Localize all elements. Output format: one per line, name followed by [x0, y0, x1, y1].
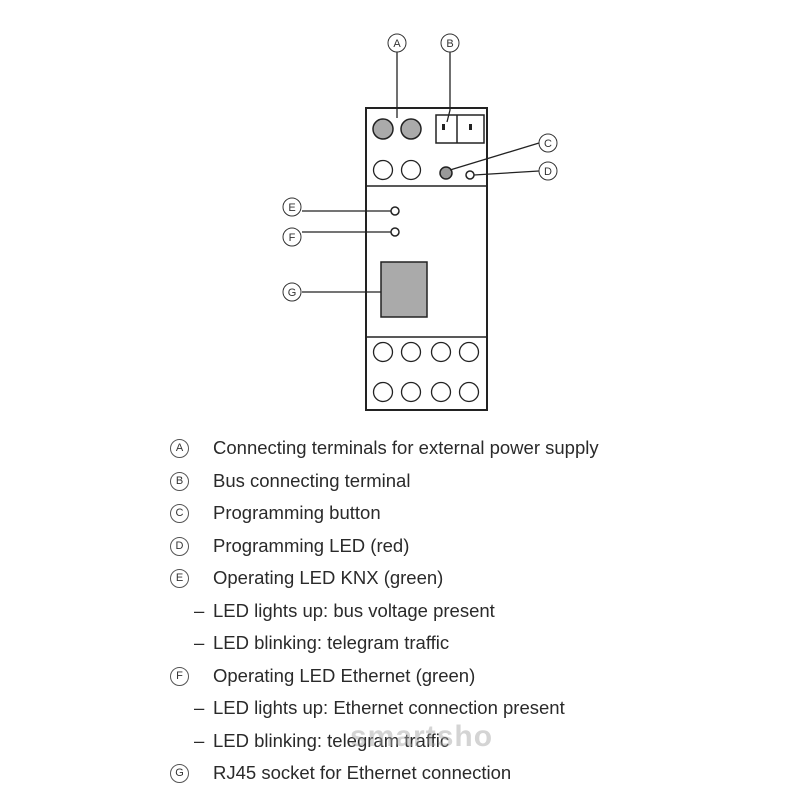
marker-a-circle — [387, 33, 407, 53]
marker-d: D — [544, 166, 552, 178]
terminal-open-1 — [372, 159, 394, 181]
leader-d — [473, 170, 540, 176]
legend-item-d: D Programming LED (red) — [170, 532, 690, 565]
legend-text-e1: LED lights up: bus voltage present — [213, 599, 495, 621]
legend-text-a: Connecting terminals for external power … — [213, 437, 599, 458]
terminal-open-2 — [400, 159, 422, 181]
bottom-terminals — [372, 341, 480, 403]
legend-subitem-e1: –LED lights up: bus voltage present — [170, 597, 690, 630]
power-terminal-2 — [400, 118, 422, 140]
legend-item-e: E Operating LED KNX (green) — [170, 564, 690, 597]
legend-text-b: Bus connecting terminal — [213, 469, 411, 491]
marker-a: A — [393, 38, 401, 50]
marker-e: E — [288, 202, 295, 214]
legend-item-f: F Operating LED Ethernet (green) — [170, 662, 690, 695]
legend-marker-e: E — [170, 569, 189, 588]
marker-f: F — [289, 232, 296, 244]
legend-marker-a: A — [170, 439, 189, 458]
marker-b-circle — [440, 33, 460, 53]
marker-f-circle — [282, 227, 302, 247]
legend-marker-f: F — [170, 666, 189, 686]
device-housing — [365, 107, 488, 411]
legend-subitem-f2: –LED blinking: telegram traffic — [170, 727, 690, 760]
legend-marker-c: C — [170, 504, 189, 523]
legend-marker-b: B — [170, 471, 189, 491]
legend-item-g: G RJ45 socket for Ethernet connection — [170, 759, 690, 792]
power-terminal-1 — [372, 118, 394, 140]
legend-text-g: RJ45 socket for Ethernet connection — [213, 762, 512, 783]
marker-c: C — [544, 138, 552, 150]
leader-b — [446, 52, 451, 123]
leader-c — [449, 142, 540, 171]
legend-dash: – — [194, 632, 205, 653]
rj45-socket — [380, 261, 428, 318]
legend-text-c: Programming button — [213, 502, 381, 523]
marker-e-circle — [282, 197, 302, 217]
legend-marker-g: G — [170, 764, 189, 783]
legend-item-a: A Connecting terminals for external power… — [170, 434, 690, 467]
legend-list: A Connecting terminals for external power… — [170, 434, 690, 792]
marker-g-circle — [282, 282, 302, 302]
operating-led-knx — [390, 206, 400, 216]
programming-button — [439, 166, 453, 180]
marker-d-circle — [538, 161, 558, 181]
legend-dash: – — [194, 729, 205, 751]
legend-item-b: B Bus connecting terminal — [170, 467, 690, 500]
legend-text-f2: LED blinking: telegram traffic — [213, 729, 450, 751]
legend-text-f: Operating LED Ethernet (green) — [213, 664, 476, 686]
device-diagram: A B C D E F G — [282, 33, 558, 411]
operating-led-ethernet — [390, 227, 400, 237]
legend-text-e: Operating LED KNX (green) — [213, 567, 444, 588]
legend-item-c: C Programming button — [170, 499, 690, 532]
legend-subitem-f1: –LED lights up: Ethernet connection pres… — [170, 694, 690, 727]
marker-b: B — [446, 38, 453, 50]
legend-text-f1: LED lights up: Ethernet connection prese… — [213, 697, 565, 718]
legend-text-e2: LED blinking: telegram traffic — [213, 632, 450, 653]
legend-text-d: Programming LED (red) — [213, 534, 410, 556]
legend-dash: – — [194, 599, 205, 621]
legend-marker-d: D — [170, 536, 189, 556]
legend-dash: – — [194, 697, 205, 718]
marker-c-circle — [538, 133, 558, 153]
marker-g: G — [288, 287, 297, 299]
legend-subitem-e2: –LED blinking: telegram traffic — [170, 629, 690, 662]
programming-led — [465, 170, 475, 180]
